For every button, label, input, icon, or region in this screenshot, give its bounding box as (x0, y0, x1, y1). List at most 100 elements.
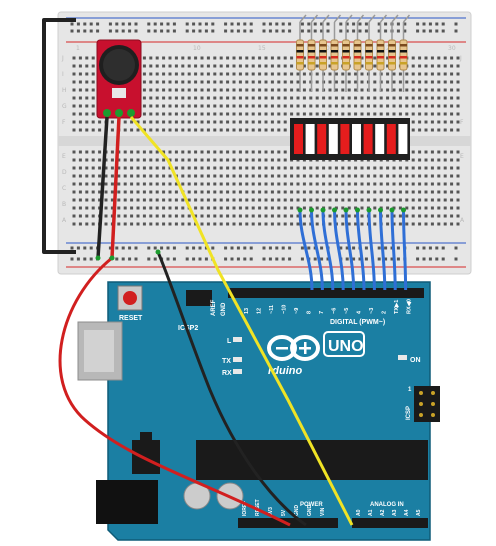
breadboard-hole (435, 22, 439, 26)
breadboard-hole (181, 120, 185, 124)
breadboard-hole (437, 56, 441, 60)
breadboard-hole (162, 96, 166, 100)
breadboard-hole (328, 56, 332, 60)
breadboard-hole (219, 190, 223, 194)
breadboard-hole (168, 128, 172, 132)
icsp2-header (186, 290, 212, 306)
resistor (296, 14, 307, 92)
breadboard-hole (379, 174, 383, 178)
resistor (342, 14, 353, 92)
breadboard-hole (245, 112, 249, 116)
breadboard-hole (424, 64, 428, 68)
breadboard-hole (204, 257, 208, 261)
blue-wire (344, 209, 356, 291)
breadboard-hole (456, 206, 460, 210)
breadboard-hole (192, 22, 196, 26)
breadboard-hole (85, 214, 89, 218)
breadboard-hole (194, 182, 198, 186)
breadboard-hole (258, 120, 262, 124)
breadboard-hole (334, 104, 338, 108)
breadboard-hole (277, 56, 281, 60)
breadboard-hole (456, 80, 460, 84)
breadboard-hole (258, 214, 262, 218)
breadboard-hole (275, 246, 279, 250)
breadboard-hole (277, 88, 281, 92)
breadboard-hole (142, 72, 146, 76)
breadboard-hole (155, 120, 159, 124)
breadboard-hole (200, 190, 204, 194)
breadboard-hole (437, 128, 441, 132)
power-label: POWER (300, 502, 323, 508)
breadboard-hole (168, 190, 172, 194)
breadboard-hole (128, 22, 132, 26)
breadboard-hole (309, 198, 313, 202)
breadboard-hole (251, 182, 255, 186)
breadboard-hole (91, 104, 95, 108)
breadboard-hole (405, 182, 409, 186)
icsp-header (414, 386, 440, 422)
breadboard-hole (78, 222, 82, 226)
breadboard-hole (277, 166, 281, 170)
breadboard-hole (136, 198, 140, 202)
breadboard-hole (264, 150, 268, 154)
breadboard-hole (219, 56, 223, 60)
breadboard-hole (416, 257, 420, 261)
breadboard-hole (339, 29, 343, 33)
breadboard-hole (98, 182, 102, 186)
breadboard-hole (162, 88, 166, 92)
breadboard-hole (352, 246, 356, 250)
breadboard-hole (136, 206, 140, 210)
breadboard-hole (187, 198, 191, 202)
breadboard-hole (424, 112, 428, 116)
breadboard-hole (174, 96, 178, 100)
breadboard-hole (168, 56, 172, 60)
breadboard-hole (72, 206, 76, 210)
breadboard-hole (428, 22, 432, 26)
breadboard-hole (168, 214, 172, 218)
power-pin-label: 3V3 (268, 507, 274, 516)
breadboard-hole (219, 222, 223, 226)
breadboard-hole (128, 257, 132, 261)
breadboard-hole (315, 80, 319, 84)
breadboard-hole (200, 174, 204, 178)
breadboard-hole (379, 96, 383, 100)
breadboard-hole (168, 104, 172, 108)
breadboard-hole (354, 88, 358, 92)
breadboard-hole (72, 190, 76, 194)
breadboard-hole (354, 222, 358, 226)
breadboard-hole (72, 174, 76, 178)
breadboard-hole (326, 257, 330, 261)
digital-pin-label: ~11 (269, 305, 275, 314)
breadboard-hole (258, 112, 262, 116)
breadboard-hole (187, 112, 191, 116)
breadboard-hole (437, 112, 441, 116)
breadboard-hole (72, 128, 76, 132)
breadboard-hole (149, 96, 153, 100)
breadboard-hole (206, 182, 210, 186)
breadboard-hole (418, 96, 422, 100)
breadboard-hole (379, 166, 383, 170)
breadboard-hole (226, 206, 230, 210)
breadboard-hole (213, 174, 217, 178)
breadboard-hole (83, 22, 87, 26)
breadboard-hole (226, 56, 230, 60)
breadboard-hole (379, 182, 383, 186)
l-label: L (227, 338, 232, 345)
breadboard-hole (98, 166, 102, 170)
breadboard-hole (277, 222, 281, 226)
breadboard-hole (91, 182, 95, 186)
breadboard-hole (181, 214, 185, 218)
blue-wire (333, 209, 345, 291)
breadboard-hole (72, 80, 76, 84)
breadboard-hole (366, 166, 370, 170)
breadboard-hole (456, 88, 460, 92)
breadboard-hole (166, 22, 170, 26)
reset-label: RESET (119, 315, 143, 322)
breadboard-hole (251, 166, 255, 170)
breadboard-hole (155, 72, 159, 76)
breadboard-hole (320, 29, 324, 33)
breadboard-hole (153, 22, 157, 26)
breadboard-hole (386, 182, 390, 186)
breadboard-hole (300, 29, 304, 33)
breadboard-hole (78, 174, 82, 178)
